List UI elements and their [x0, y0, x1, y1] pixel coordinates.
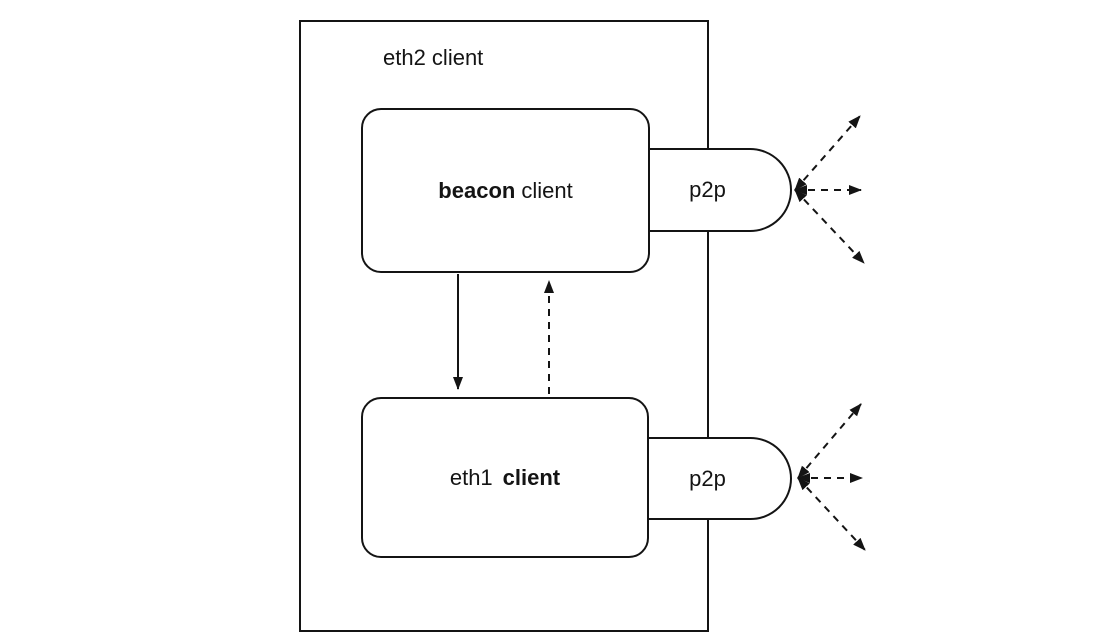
eth1-client-node: eth1 client	[361, 397, 649, 558]
p2p-bottom-peer-arrow-up	[797, 403, 862, 479]
p2p-bottom-peer-arrow-down	[797, 477, 866, 551]
eth1-client-label-regular: eth1	[449, 464, 493, 490]
beacon-client-label-regular: client	[521, 177, 573, 203]
p2p-bottom-peer-arrows	[797, 403, 866, 551]
p2p-port-bottom: p2p	[645, 437, 792, 520]
p2p-top-peer-arrow-up	[794, 115, 861, 191]
eth2-client-title: eth2 client	[383, 45, 484, 70]
p2p-top-peer-arrow-down	[794, 189, 865, 264]
p2p-port-top: p2p	[645, 148, 792, 232]
p2p-port-bottom-label: p2p	[689, 465, 726, 491]
eth1-client-label-bold: client	[502, 464, 561, 490]
beacon-client-label-bold: beacon	[438, 177, 516, 203]
p2p-port-top-label: p2p	[689, 177, 726, 202]
p2p-top-peer-arrows	[794, 115, 865, 264]
eth1-client-label: eth1 client	[450, 465, 560, 491]
